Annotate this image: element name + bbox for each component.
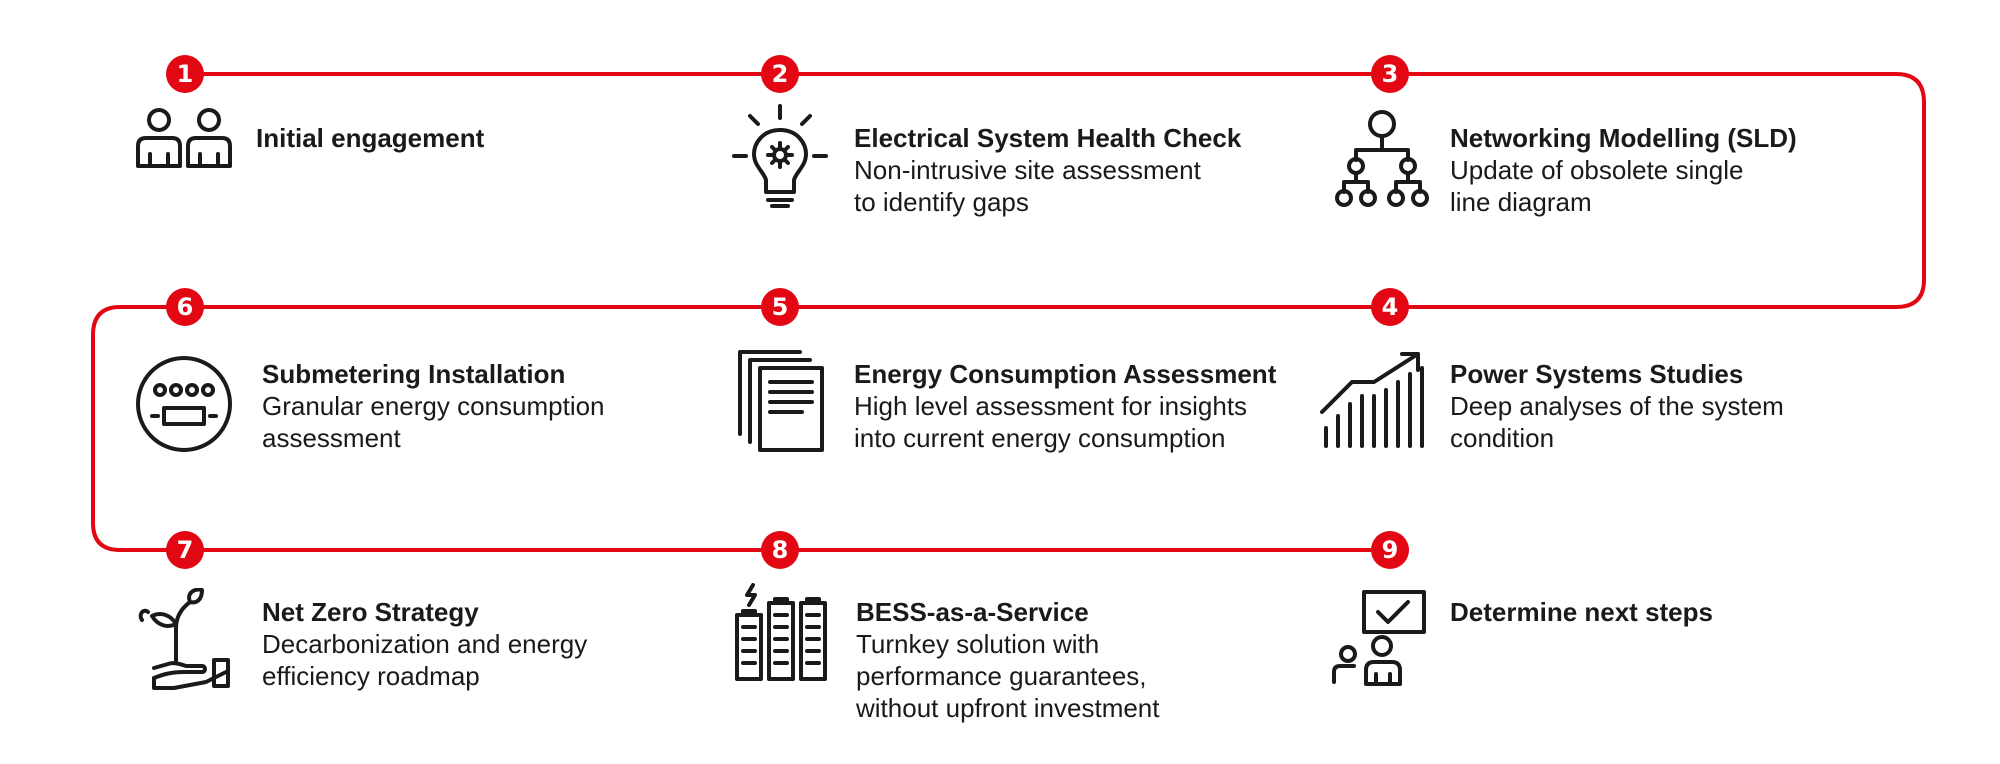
step-6-badge: 6 — [166, 288, 204, 326]
step-6-text: Submetering Installation Granular energy… — [262, 358, 702, 454]
step-3-text: Networking Modelling (SLD) Update of obs… — [1450, 122, 1890, 218]
step-1-badge: 1 — [166, 55, 204, 93]
step-4-badge: 4 — [1371, 288, 1409, 326]
documents-icon — [736, 350, 826, 452]
checklist-board-icon — [1330, 588, 1430, 688]
step-2-description: Non-intrusive site assessment to identif… — [854, 155, 1201, 217]
step-8-title: BESS-as-a-Service — [856, 597, 1089, 627]
step-1-text: Initial engagement — [256, 122, 696, 154]
step-8-description: Turnkey solution with performance guaran… — [856, 629, 1160, 723]
step-2-title: Electrical System Health Check — [854, 123, 1242, 153]
plant-hand-icon — [134, 588, 234, 692]
bar-chart-trend-icon — [1318, 350, 1426, 450]
step-9-title: Determine next steps — [1450, 597, 1713, 627]
step-3-badge: 3 — [1371, 55, 1409, 93]
battery-storage-icon — [733, 583, 829, 683]
step-2-text: Electrical System Health Check Non-intru… — [854, 122, 1294, 218]
step-2-badge: 2 — [761, 55, 799, 93]
meter-icon — [134, 354, 234, 454]
step-5-text: Energy Consumption Assessment High level… — [854, 358, 1324, 454]
step-5-badge: 5 — [761, 288, 799, 326]
step-9-text: Determine next steps — [1450, 596, 1890, 628]
lightbulb-gear-icon — [732, 104, 828, 208]
step-6-title: Submetering Installation — [262, 359, 566, 389]
step-8-badge: 8 — [761, 531, 799, 569]
step-3-title: Networking Modelling (SLD) — [1450, 123, 1797, 153]
step-7-description: Decarbonization and energy efficiency ro… — [262, 629, 588, 691]
step-4-title: Power Systems Studies — [1450, 359, 1744, 389]
step-7-badge: 7 — [166, 531, 204, 569]
step-3-description: Update of obsolete single line diagram — [1450, 155, 1744, 217]
step-4-text: Power Systems Studies Deep analyses of t… — [1450, 358, 1890, 454]
step-1-title: Initial engagement — [256, 123, 485, 153]
step-8-text: BESS-as-a-Service Turnkey solution with … — [856, 596, 1296, 724]
people-icon — [134, 106, 234, 168]
step-6-description: Granular energy consumption assessment — [262, 391, 605, 453]
step-7-text: Net Zero Strategy Decarbonization and en… — [262, 596, 702, 692]
step-5-title: Energy Consumption Assessment — [854, 359, 1277, 389]
step-7-title: Net Zero Strategy — [262, 597, 479, 627]
step-5-description: High level assessment for insights into … — [854, 391, 1248, 453]
hierarchy-diagram-icon — [1332, 110, 1432, 210]
step-4-description: Deep analyses of the system condition — [1450, 391, 1784, 453]
step-9-badge: 9 — [1371, 531, 1409, 569]
